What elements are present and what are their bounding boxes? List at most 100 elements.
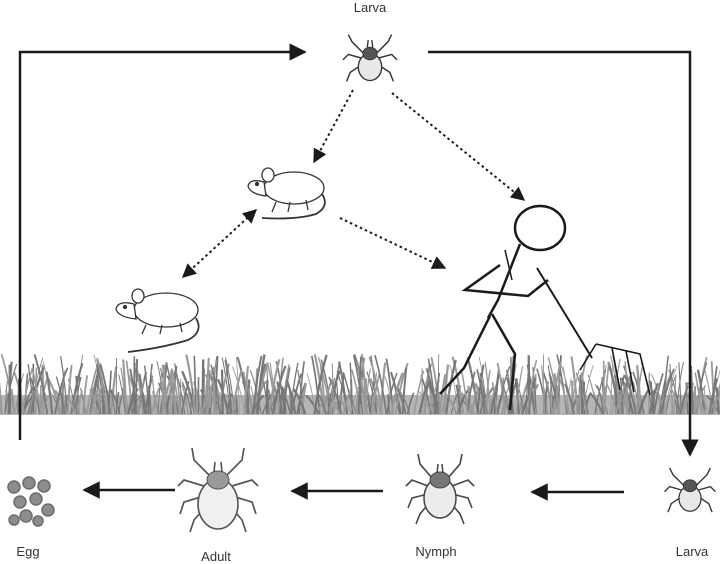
grass-blade xyxy=(536,368,548,415)
grass-blade xyxy=(247,386,252,415)
grass-blade xyxy=(708,378,719,415)
grass-blade xyxy=(110,366,118,415)
rat-to-human-arrow xyxy=(339,217,447,269)
nymph-label: Nymph xyxy=(415,544,456,559)
grass-blade xyxy=(660,368,675,415)
grass-blade xyxy=(663,365,678,415)
grass-blade xyxy=(255,354,266,415)
larva-tick-icon xyxy=(342,34,398,82)
grass-blade xyxy=(532,367,537,415)
egg-label: Egg xyxy=(16,544,39,559)
grass-blade xyxy=(637,388,651,415)
grass-blade xyxy=(300,382,307,415)
grass-blade xyxy=(650,373,665,415)
grass-blade xyxy=(357,356,362,415)
grass-blade xyxy=(450,385,462,415)
grass-blade xyxy=(384,376,394,415)
grass-blade xyxy=(224,393,238,415)
grass-blade xyxy=(556,354,568,415)
grass-blade xyxy=(220,369,224,415)
grass-blade xyxy=(89,387,103,415)
grass-blade xyxy=(289,362,299,415)
grass-blade xyxy=(127,378,139,415)
grass-blade xyxy=(703,388,706,415)
grass-blade xyxy=(607,361,621,415)
larva-to-ground-arrow xyxy=(428,50,699,457)
grass-blade xyxy=(272,365,287,415)
grass-blade xyxy=(426,381,441,415)
grass-blade xyxy=(476,368,486,415)
grass-blade xyxy=(45,371,54,415)
host-arrows xyxy=(181,89,526,278)
grass-blade xyxy=(671,389,678,415)
grass-blade xyxy=(669,363,674,415)
grass-blade xyxy=(10,388,16,415)
grass-blade xyxy=(210,364,221,415)
grass-blade xyxy=(553,373,560,415)
grass-blade xyxy=(0,381,3,415)
egg-to-larva-arrow xyxy=(18,43,307,440)
grass-blade xyxy=(106,389,111,415)
grass-blade xyxy=(484,369,491,415)
larva-tick-bottom-icon xyxy=(664,467,716,513)
grass-blade xyxy=(66,364,73,415)
grass-blade xyxy=(171,368,181,415)
grass-blade xyxy=(157,372,163,415)
grass-blade xyxy=(369,377,375,415)
grass-blade xyxy=(350,384,360,415)
grass-blade xyxy=(451,356,465,415)
grass-blade xyxy=(143,365,150,415)
grass-blade xyxy=(433,372,441,415)
grass-blade xyxy=(0,394,3,415)
grass-blade xyxy=(122,359,128,415)
grass-blade xyxy=(603,361,610,415)
larva-to-human-arrow xyxy=(391,92,526,201)
human-figure-icon xyxy=(439,204,651,411)
grass-blade xyxy=(648,382,659,415)
grass-blade xyxy=(397,389,407,415)
rat-icon-lower xyxy=(115,288,200,353)
grass-blade xyxy=(712,388,720,415)
grass-blade xyxy=(34,367,38,415)
grass-band xyxy=(0,353,720,415)
grass-blade xyxy=(449,364,459,415)
grass-blade xyxy=(545,378,553,415)
grass-blade xyxy=(207,359,218,415)
grass-blade xyxy=(317,356,331,415)
grass-blade xyxy=(224,359,233,415)
cycle-arrows xyxy=(18,43,699,501)
grass-blade xyxy=(137,380,145,415)
grass-blade xyxy=(685,382,689,415)
grass-blade xyxy=(28,374,41,415)
grass-blade xyxy=(589,391,604,415)
grass-blade xyxy=(470,387,481,415)
grass-blade xyxy=(82,375,89,415)
grass-blade xyxy=(174,369,186,415)
grass-blade xyxy=(610,364,613,415)
rat-icon-upper xyxy=(247,167,326,220)
grass-blade xyxy=(440,392,450,415)
grass-blade xyxy=(327,377,336,415)
grass-blade xyxy=(673,374,677,415)
grass-blade xyxy=(246,379,251,415)
grass-blade xyxy=(205,357,210,415)
grass-blade xyxy=(471,385,481,415)
grass-blade xyxy=(265,380,269,415)
grass-blade xyxy=(79,387,86,415)
grass-blade xyxy=(484,362,491,415)
grass-blade xyxy=(570,369,580,415)
grass-blade xyxy=(371,372,378,415)
grass-blade xyxy=(679,385,689,415)
grass-blade xyxy=(7,361,13,415)
grass-blade xyxy=(390,372,404,415)
grass-blade xyxy=(221,357,231,415)
grass-blade xyxy=(710,361,715,415)
grass-blade xyxy=(285,379,297,415)
grass-blade xyxy=(594,369,607,415)
grass-blade xyxy=(496,366,511,415)
grass-blade xyxy=(33,354,49,415)
grass-blade xyxy=(0,353,15,415)
grass-blade xyxy=(282,387,287,415)
